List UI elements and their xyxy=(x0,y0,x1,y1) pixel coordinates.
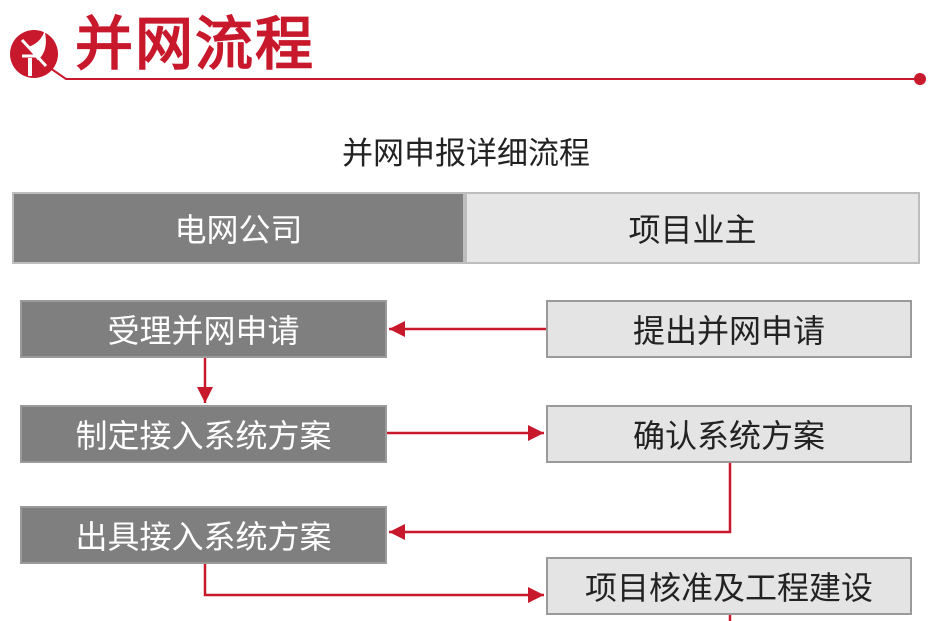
step-issue-access-plan: 出具接入系统方案 xyxy=(20,506,387,564)
step-draft-access-plan: 制定接入系统方案 xyxy=(20,405,387,463)
arrow-issue-to-construction xyxy=(203,564,544,603)
step-accept-application: 受理并网申请 xyxy=(20,300,387,358)
step-approval-construction: 项目核准及工程建设 xyxy=(546,557,912,615)
step-submit-application: 提出并网申请 xyxy=(546,300,912,358)
page-title: 并网流程 xyxy=(75,10,316,78)
diagram-subtitle: 并网申报详细流程 xyxy=(342,136,590,172)
column-header-grid: 电网公司 xyxy=(12,192,465,264)
step-confirm-plan: 确认系统方案 xyxy=(546,405,912,463)
title-underline xyxy=(49,67,920,80)
column-header-owner: 项目业主 xyxy=(465,192,920,264)
arrow-confirm-to-issue xyxy=(389,463,732,540)
power-logo-icon xyxy=(10,30,926,85)
